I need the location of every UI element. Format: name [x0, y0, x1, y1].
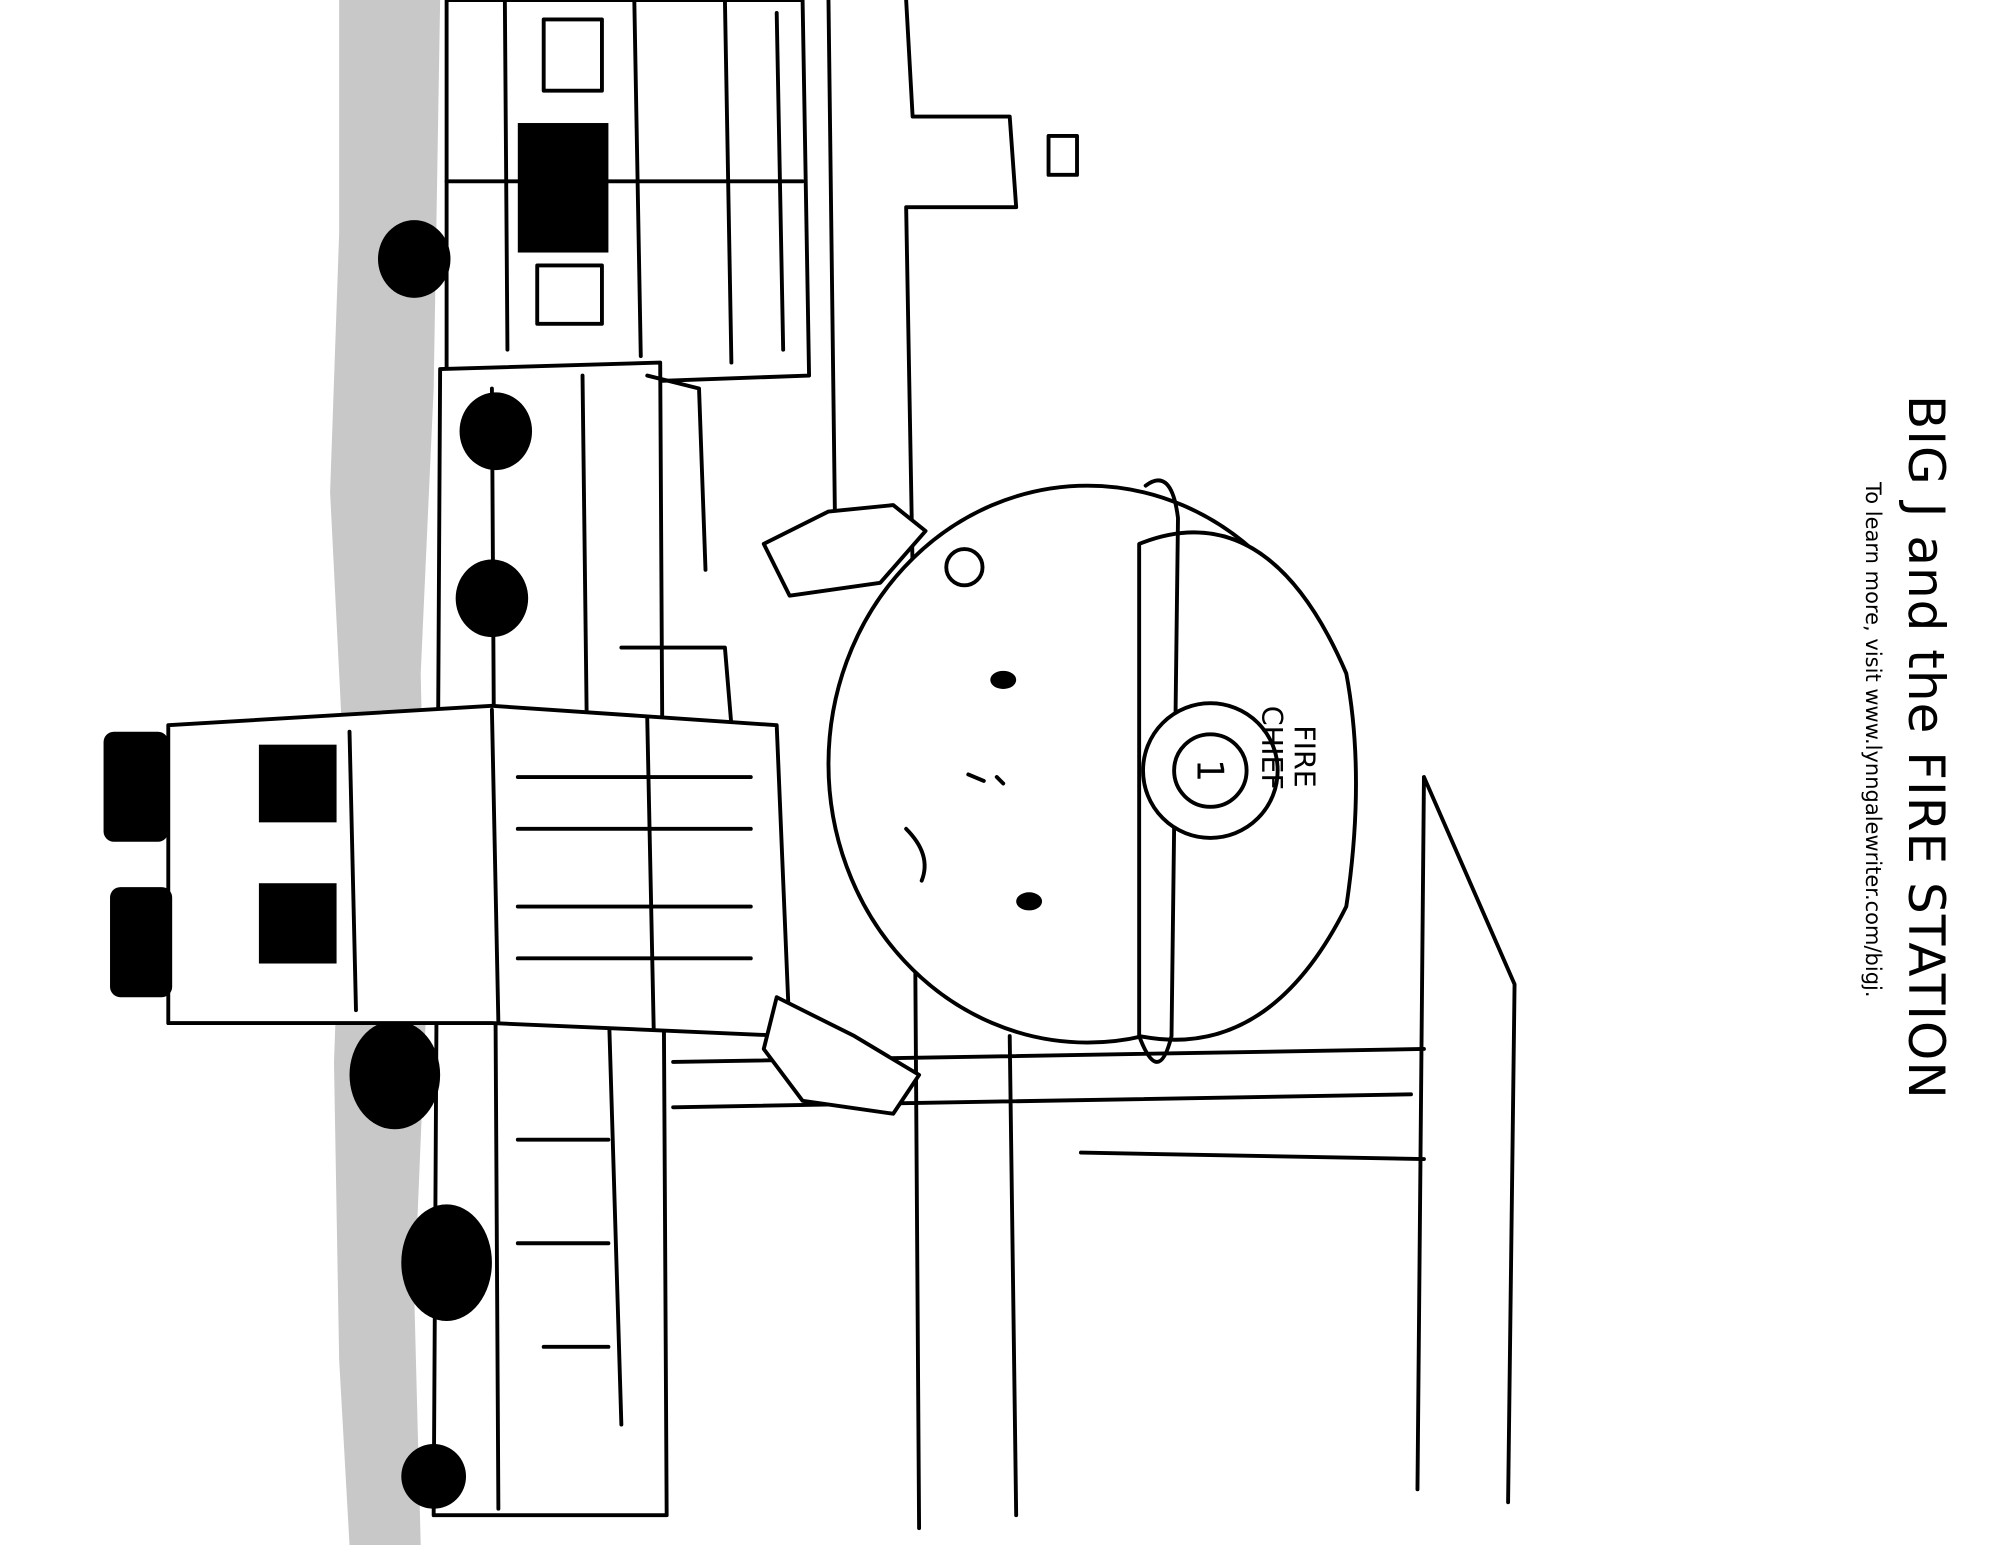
knee-patch [258, 883, 337, 964]
svg-text:1: 1 [1188, 759, 1231, 782]
boot [110, 887, 173, 998]
svg-text:CHIEF: CHIEF [1255, 706, 1288, 790]
truck-window [517, 123, 609, 253]
svg-text:FIRE: FIRE [1287, 725, 1320, 788]
wheel [455, 559, 529, 638]
bear-fire-chief: 1 FIRE CHIEF [103, 478, 1358, 1116]
wheel [349, 1020, 441, 1130]
website-note: To learn more, visit www.lynngalewriter.… [1861, 482, 1885, 998]
wheel [401, 1443, 467, 1509]
boot [103, 731, 169, 842]
knee-patch [258, 744, 337, 823]
badge [1141, 701, 1280, 840]
helmet-brim [1137, 478, 1180, 1064]
wheel [401, 1204, 492, 1321]
wheel [377, 220, 451, 298]
fire-station-building [671, 0, 1517, 1531]
wheel [459, 392, 533, 471]
page-title: BIG J and the FIRE STATION [1897, 395, 1955, 1100]
